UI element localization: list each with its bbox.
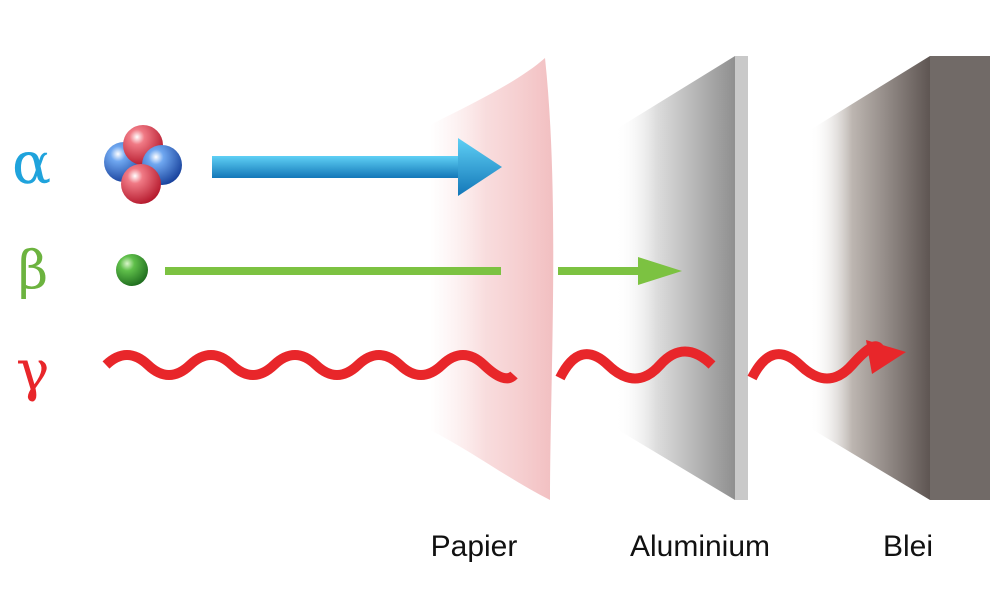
alpha-arrow	[212, 138, 502, 196]
beta-symbol: β	[18, 241, 48, 301]
alpha-symbol: α	[12, 129, 51, 197]
lead-plate	[810, 56, 990, 500]
label-lead: Blei	[883, 530, 933, 563]
paper-sheet	[430, 58, 554, 500]
gamma-symbol: γ	[16, 339, 49, 404]
alpha-particle-icon	[104, 125, 182, 204]
label-paper: Papier	[431, 530, 518, 563]
aluminium-plate	[615, 56, 748, 500]
gamma-arrowhead	[866, 340, 906, 374]
beta-arrow	[165, 257, 682, 285]
beta-particle-icon	[116, 254, 148, 286]
label-aluminium: Aluminium	[630, 530, 770, 563]
